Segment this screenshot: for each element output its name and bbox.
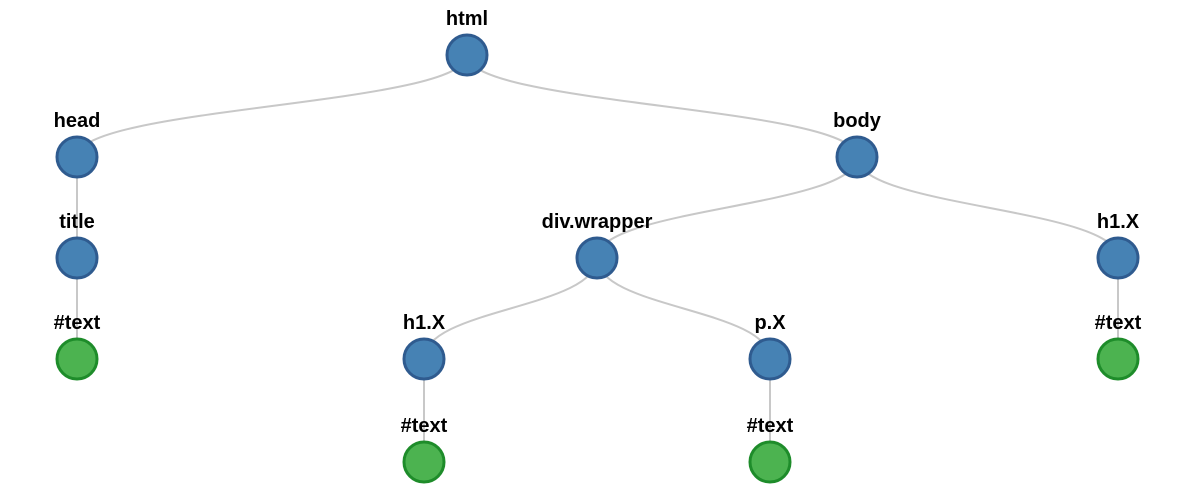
text-node-circle [402, 440, 446, 484]
node-label: body [833, 110, 882, 132]
tree-node-html: html [445, 8, 489, 77]
element-node-circle [1096, 236, 1140, 280]
tree-node-body: body [833, 110, 882, 179]
tree-link [596, 156, 858, 259]
tree-node-head: head [54, 110, 101, 179]
tree-node-title-text: #text [54, 312, 101, 381]
tree-node-title: title [55, 211, 99, 280]
tree-link [596, 257, 771, 360]
element-node-circle [55, 236, 99, 280]
element-node-circle [575, 236, 619, 280]
element-node-circle [402, 337, 446, 381]
tree-link [76, 54, 468, 158]
node-label: #text [401, 415, 448, 437]
text-node-circle [1096, 337, 1140, 381]
element-node-circle [55, 135, 99, 179]
tree-node-div-wrapper: div.wrapper [542, 211, 653, 280]
tree-node-body-h1-text: #text [1095, 312, 1142, 381]
node-label: html [446, 8, 488, 30]
tree-link [423, 257, 598, 360]
node-label: head [54, 110, 101, 132]
node-label: div.wrapper [542, 211, 653, 233]
node-label: h1.X [403, 312, 446, 334]
tree-nodes: html head body title #text div.wrapper h1.X #te… [54, 8, 1142, 484]
tree-node-wrapper-h1-text: #text [401, 415, 448, 484]
node-label: #text [1095, 312, 1142, 334]
node-label: p.X [754, 312, 786, 334]
node-label: #text [54, 312, 101, 334]
tree-node-wrapper-p-text: #text [747, 415, 794, 484]
node-label: title [59, 211, 95, 233]
node-label: h1.X [1097, 211, 1140, 233]
element-node-circle [835, 135, 879, 179]
tree-node-body-h1: h1.X [1096, 211, 1140, 280]
tree-node-wrapper-h1: h1.X [402, 312, 446, 381]
tree-node-wrapper-p: p.X [748, 312, 792, 381]
tree-link [856, 156, 1119, 259]
text-node-circle [748, 440, 792, 484]
element-node-circle [748, 337, 792, 381]
tree-link [466, 54, 858, 158]
text-node-circle [55, 337, 99, 381]
element-node-circle [445, 33, 489, 77]
node-label: #text [747, 415, 794, 437]
